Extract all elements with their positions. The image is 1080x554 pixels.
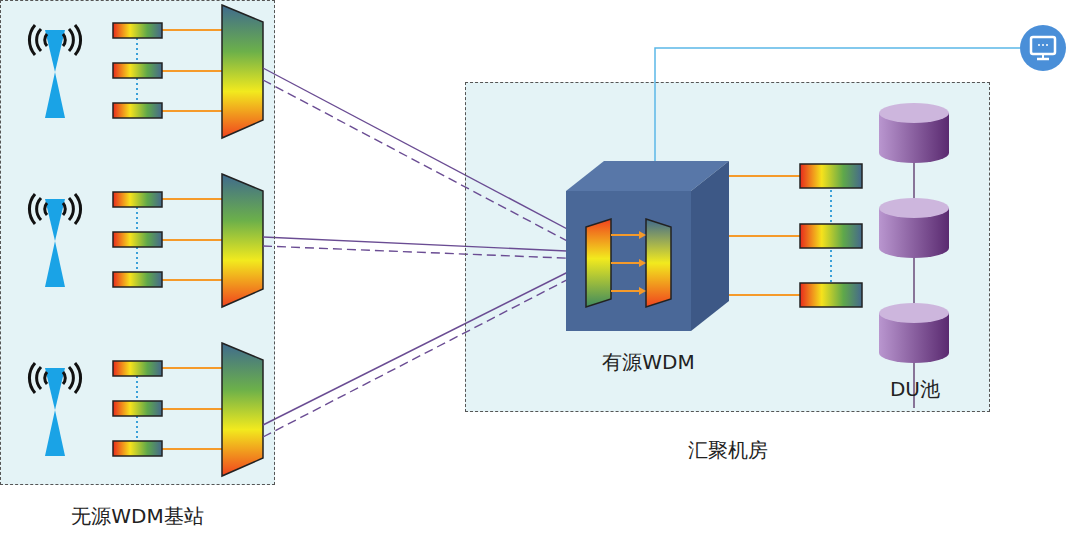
node-label: 有源WDM — [506, 350, 791, 374]
node-label: DU池 — [819, 377, 1011, 401]
du-pool: DU池 — [879, 101, 951, 371]
active-wdm-cube-shape — [566, 161, 731, 333]
du-pool-shape — [879, 101, 951, 371]
site-region: 无源WDM基站 — [0, 0, 275, 485]
transceiver — [728, 164, 862, 307]
monitor-icon — [1020, 25, 1066, 71]
node-label: 汇聚机房 — [406, 438, 1049, 462]
active-wdm-cube: 有源WDM — [566, 161, 731, 333]
room-region: 汇聚机房有源WDMDU池 — [465, 82, 990, 412]
node-label: 无源WDM基站 — [0, 504, 334, 528]
